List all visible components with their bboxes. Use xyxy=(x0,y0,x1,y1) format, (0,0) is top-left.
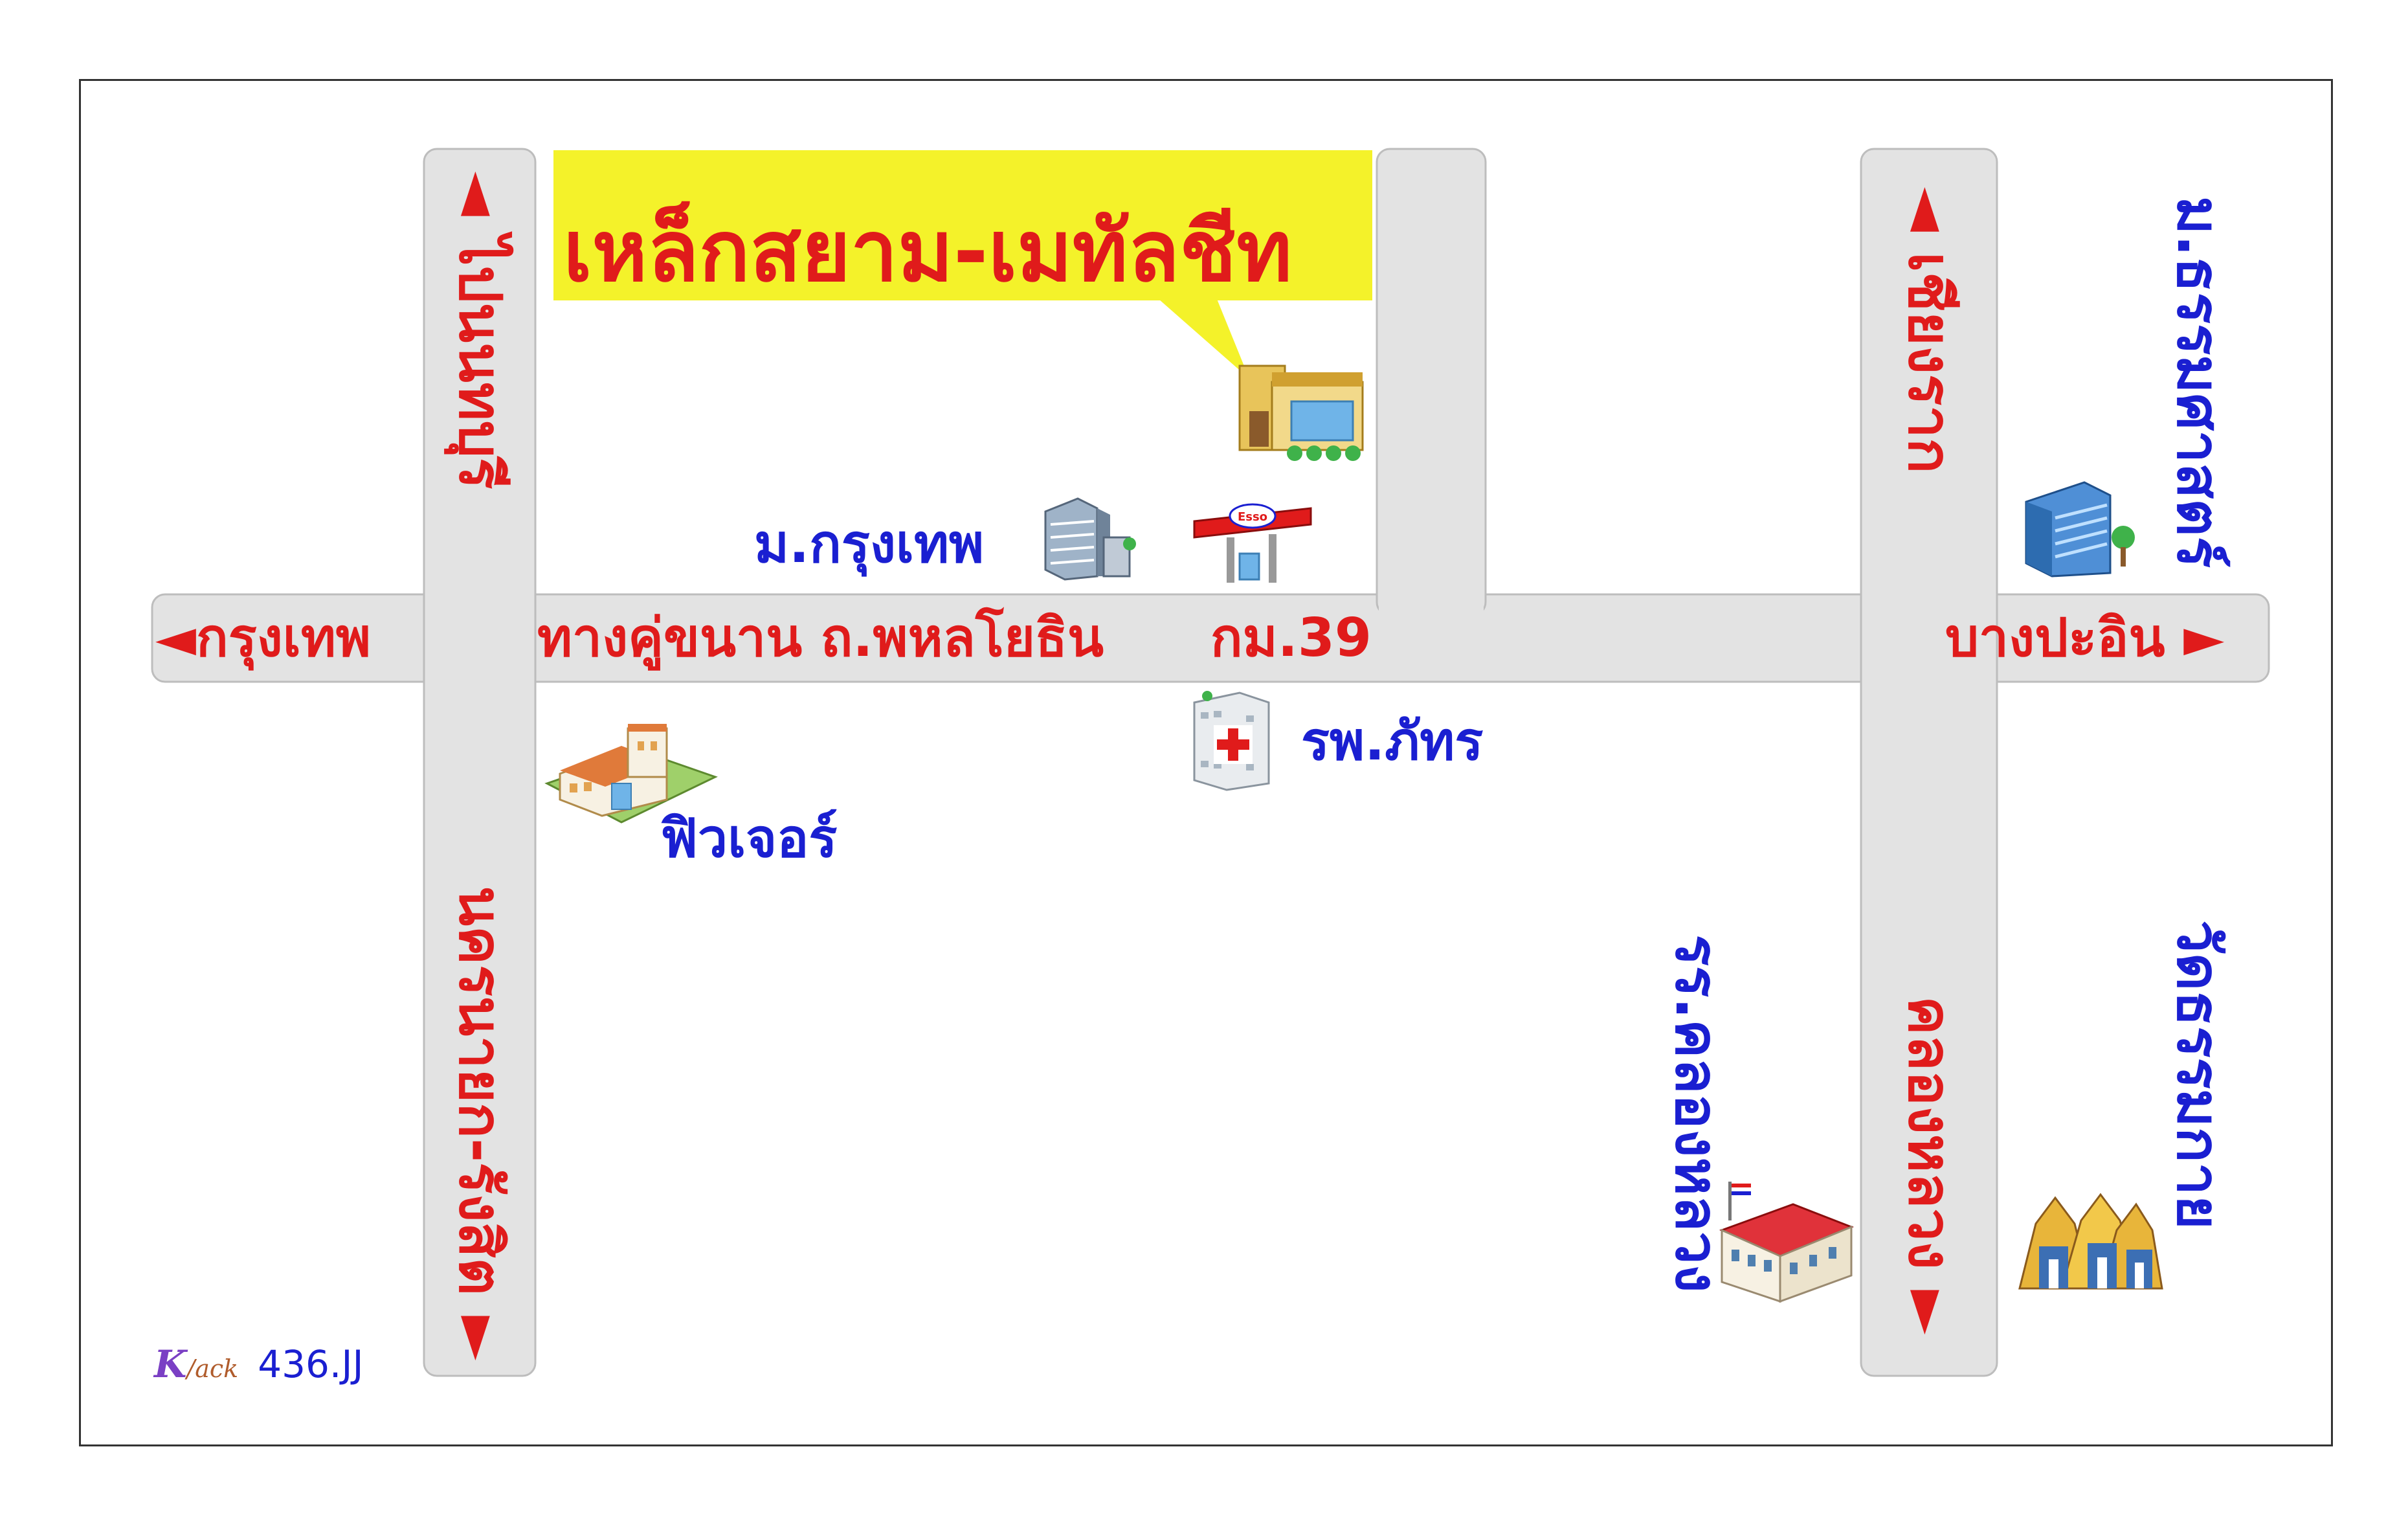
left-vertical-road xyxy=(423,148,537,1377)
left-north-road-label: ◄ ไปนนทบุรี xyxy=(446,171,514,489)
temple-label: วัดธรรมกาย xyxy=(2164,920,2232,1230)
signature-code: 436.JJ xyxy=(258,1342,364,1386)
west-direction-label: ◄กรุงเทพ xyxy=(155,607,371,669)
right-north-road-label: ◄ เชียงราก xyxy=(1895,186,1963,474)
arrow-right-icon: ► xyxy=(2183,607,2225,669)
future-park-icon xyxy=(544,724,718,824)
main-road-label: ทางคู่ขนาน ถ.พหลโยธิน xyxy=(537,607,1104,669)
university-building-icon xyxy=(1044,497,1136,581)
bangkok-university-label: ม.กรุงเทพ xyxy=(754,513,985,575)
left-south-road-label: นครนายก-รังสิต ► xyxy=(446,886,514,1361)
arrow-right-icon: ► xyxy=(1895,1290,1963,1335)
right-vertical-road xyxy=(1860,148,1998,1377)
future-park-label: ฟิวเจอร์ xyxy=(660,808,838,870)
shop-title: เหล็กสยาม-เมทัลชีท xyxy=(563,202,1293,300)
signature-logo: K xyxy=(154,1342,187,1386)
thammasat-building-icon xyxy=(2025,481,2135,578)
gas-brand-label: Esso xyxy=(1238,510,1267,524)
callout-pointer xyxy=(1159,299,1249,379)
signature-logo-rest: /ack xyxy=(186,1354,239,1383)
school-label: รร.คลองหลวง xyxy=(1662,934,1730,1293)
school-icon xyxy=(1719,1182,1855,1303)
gas-station-icon: Esso xyxy=(1193,503,1312,583)
main-road xyxy=(151,593,2270,683)
km-marker-label: กม.39 xyxy=(1210,607,1372,669)
hospital-label: รพ.ภัทร xyxy=(1301,711,1484,772)
shop-callout xyxy=(553,150,1372,300)
arrow-left-icon: ◄ xyxy=(155,607,197,669)
map-frame xyxy=(79,79,2333,1446)
map-signature: K/ack 436.JJ xyxy=(154,1342,364,1386)
arrow-right-icon: ► xyxy=(446,1316,514,1361)
east-direction-label: บางปะอิน ► xyxy=(1945,607,2225,669)
right-south-road-label: คลองหลวง ► xyxy=(1895,996,1963,1335)
shop-building-icon xyxy=(1238,365,1364,461)
hospital-icon xyxy=(1193,691,1270,791)
arrow-left-icon: ◄ xyxy=(1895,186,1963,232)
temple-icon xyxy=(2018,1193,2163,1290)
middle-north-road xyxy=(1376,148,1487,616)
arrow-left-icon: ◄ xyxy=(446,171,514,216)
thammasat-label: ม.ธรรมศาสตร์ xyxy=(2164,196,2232,568)
